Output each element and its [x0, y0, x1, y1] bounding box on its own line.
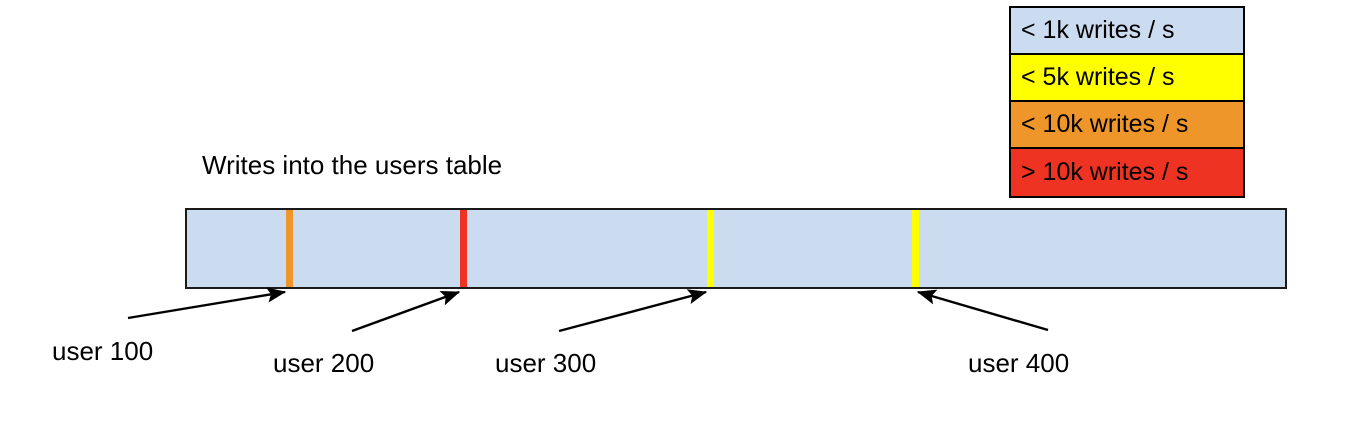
legend-item-label: < 5k writes / s [1021, 63, 1175, 91]
legend-item-lt-1k: < 1k writes / s [1011, 8, 1243, 55]
callout-label-user-400: user 400 [968, 348, 1070, 378]
hotspot-marker-user-200 [460, 210, 467, 287]
legend-item-label: > 10k writes / s [1021, 158, 1189, 186]
legend-item-gt-10k: > 10k writes / s [1011, 149, 1243, 196]
users-table-bar [185, 208, 1287, 289]
legend-item-lt-5k: < 5k writes / s [1011, 55, 1243, 102]
legend: < 1k writes / s < 5k writes / s < 10k wr… [1009, 6, 1245, 198]
hotspot-marker-user-300 [707, 210, 714, 287]
hotspot-marker-user-400 [912, 210, 919, 287]
arrow-user-300 [558, 289, 708, 333]
callout-label-user-200: user 200 [273, 348, 375, 378]
arrow-user-100 [127, 287, 287, 320]
hotspot-marker-user-100 [286, 210, 293, 287]
legend-item-label: < 10k writes / s [1021, 110, 1189, 138]
callout-label-user-100: user 100 [52, 336, 154, 366]
chart-title: Writes into the users table [202, 150, 503, 180]
arrow-user-200 [351, 290, 461, 333]
legend-item-lt-10k: < 10k writes / s [1011, 102, 1243, 149]
arrow-user-400 [916, 289, 1049, 332]
legend-item-label: < 1k writes / s [1021, 16, 1175, 44]
callout-label-user-300: user 300 [495, 348, 597, 378]
